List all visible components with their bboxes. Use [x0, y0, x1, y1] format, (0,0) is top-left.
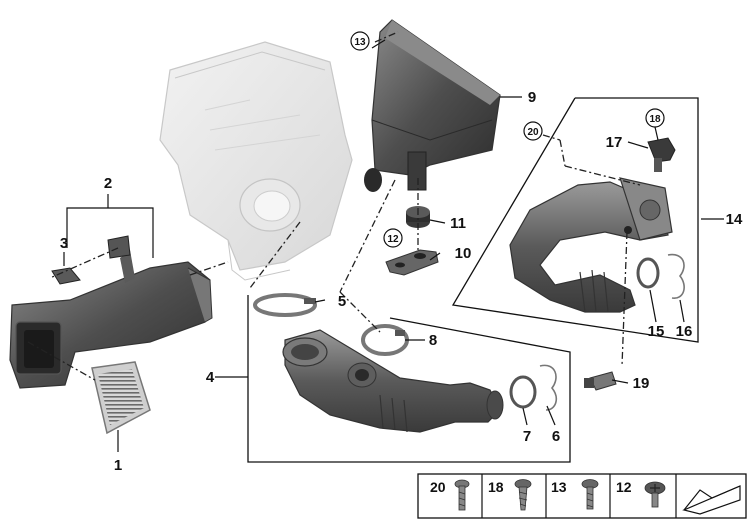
svg-text:18: 18 — [649, 114, 661, 125]
callout-3: 3 — [60, 235, 68, 252]
duct-bracket-part — [51, 235, 131, 285]
o-ring-part-15 — [636, 257, 660, 289]
svg-text:20: 20 — [430, 479, 446, 495]
assembly-frame-4 — [247, 295, 571, 463]
callout-15: 15 — [648, 323, 665, 340]
connection-dashlines — [27, 31, 641, 381]
collar-screw-icon — [581, 479, 599, 510]
callout-2-bracket — [66, 207, 154, 258]
callout-4: 4 — [206, 369, 215, 386]
svg-text:13: 13 — [551, 479, 567, 495]
circled-callout-20: 20 — [523, 121, 543, 141]
leader-lines — [63, 39, 724, 452]
circled-callout-18: 18 — [645, 108, 665, 141]
sensor-part-17 — [647, 137, 676, 172]
intake-duct-part — [9, 250, 213, 389]
spring-clip-part-6 — [539, 364, 558, 411]
legend-cell-1: 18 — [488, 479, 532, 511]
tapping-screw-icon — [514, 479, 532, 511]
callout-11: 11 — [450, 215, 466, 232]
svg-text:12: 12 — [387, 234, 399, 245]
air-filter-housing-ghost — [159, 41, 353, 281]
legend-cell-2: 13 — [551, 479, 599, 510]
callout-7: 7 — [523, 428, 531, 445]
callout-8: 8 — [429, 332, 437, 349]
callout-14: 14 — [726, 211, 743, 228]
assembly-frame-14 — [451, 97, 699, 343]
spring-clip-part-16 — [667, 253, 685, 299]
resonator-part — [364, 19, 501, 192]
callout-16: 16 — [676, 323, 693, 340]
pan-head-screw-icon — [454, 479, 470, 511]
intake-boot-hose-part — [282, 329, 504, 433]
circled-callout-12: 12 — [383, 228, 403, 248]
callout-1: 1 — [114, 457, 122, 474]
callout-6: 6 — [552, 428, 560, 445]
svg-text:18: 18 — [488, 479, 504, 495]
callout-2: 2 — [104, 175, 112, 192]
svg-text:20: 20 — [527, 127, 539, 138]
callout-10: 10 — [455, 245, 472, 262]
turbo-intake-hose-part — [509, 177, 673, 313]
callout-5: 5 — [338, 293, 346, 310]
clamp-part-8 — [361, 324, 409, 356]
callout-19: 19 — [633, 375, 650, 392]
temperature-sensor-part — [584, 371, 617, 391]
mount-bracket-part — [385, 249, 439, 276]
view-direction-arrow-icon — [682, 485, 741, 515]
legend-cell-3: 12 — [616, 479, 666, 508]
svg-text:12: 12 — [616, 479, 632, 495]
clamp-part-5 — [253, 293, 317, 317]
callout-labels: 1 2 3 4 5 6 7 8 9 10 11 14 15 16 17 19 — [60, 89, 743, 474]
callout-17: 17 — [606, 134, 623, 151]
torx-screw-icon — [644, 481, 666, 508]
callout-9: 9 — [528, 89, 536, 106]
legend-cell-0: 20 — [430, 479, 470, 511]
intake-grille-part — [91, 361, 151, 435]
fastener-legend: 20 18 13 12 — [417, 473, 747, 519]
o-ring-part-7 — [509, 375, 537, 409]
svg-text:13: 13 — [354, 37, 366, 48]
circled-callout-13: 13 — [350, 31, 370, 51]
